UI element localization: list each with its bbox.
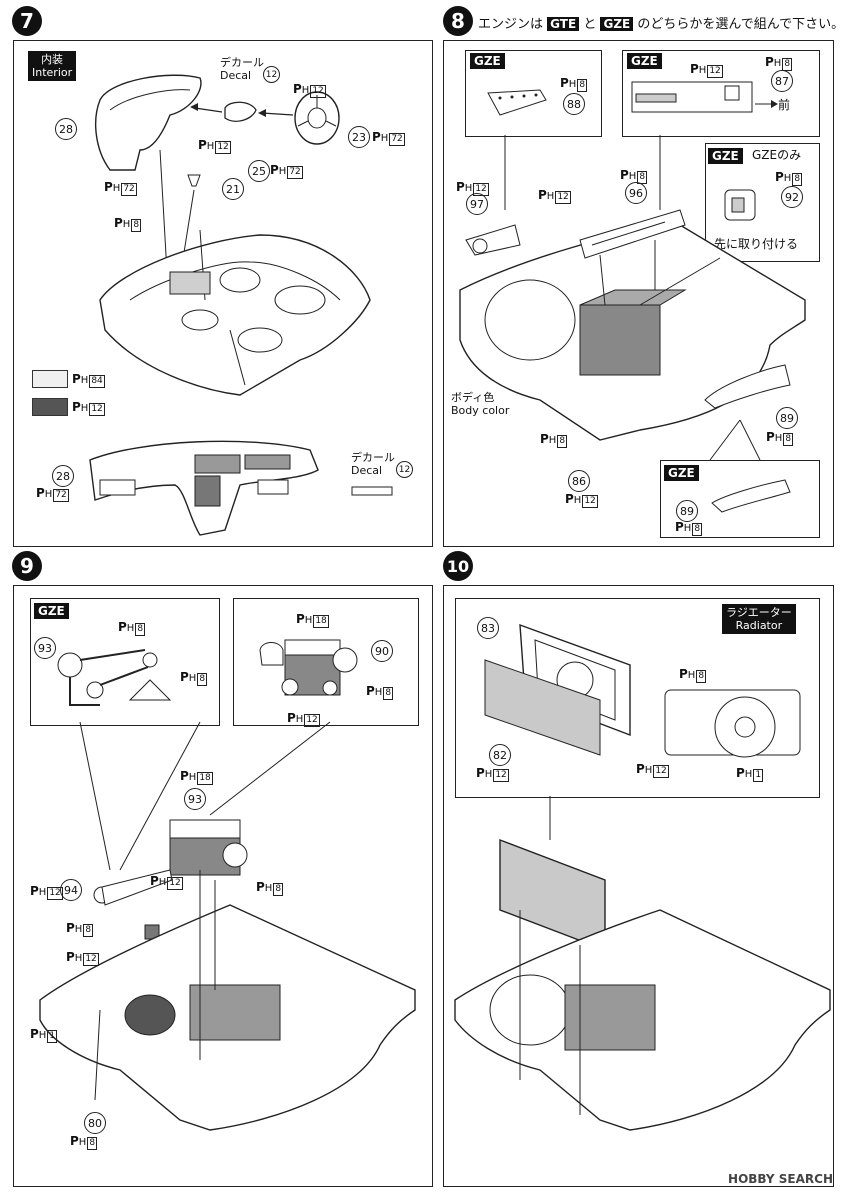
step-7-number: 7	[12, 6, 42, 36]
gze-tag: GZE	[664, 465, 699, 481]
gze-tag: GZE	[627, 53, 662, 69]
decal-bottom-label: デカール Decal	[351, 451, 395, 477]
part-97: 97	[466, 193, 488, 215]
part-90: 90	[371, 640, 393, 662]
part-21: 21	[222, 178, 244, 200]
part-86: 86	[568, 470, 590, 492]
step-8-instruction: エンジンは GTE と GZE のどちらかを選んで組んで下さい。	[478, 17, 845, 32]
color-swatch-dark	[32, 398, 68, 416]
step-9-number: 9	[12, 551, 42, 581]
gze-tag: GZE	[34, 603, 69, 619]
radiator-label: ラジエーター Radiator	[722, 604, 796, 635]
part-28-bottom: 28	[52, 465, 74, 487]
step-10-number: 10	[443, 551, 473, 581]
part-80: 80	[84, 1112, 106, 1134]
part-93: 93	[184, 788, 206, 810]
watermark: HOBBY SEARCH	[728, 1172, 833, 1186]
part-87: 87	[771, 70, 793, 92]
step-8-number: 8	[443, 6, 473, 36]
part-92: 92	[781, 186, 803, 208]
decal-bottom-number: 12	[396, 461, 413, 478]
color-swatch-light	[32, 370, 68, 388]
body-color-label: ボディ色 Body color	[451, 391, 510, 417]
part-23: 23	[348, 126, 370, 148]
gze-only-label: GZEのみ	[752, 148, 802, 162]
interior-label: 内装 Interior	[28, 51, 77, 82]
part-93-inset: 93	[34, 637, 56, 659]
gze-tag: GZE	[470, 53, 505, 69]
attach-first-label: 先に取り付ける	[714, 237, 799, 251]
part-25: 25	[248, 160, 270, 182]
part-83: 83	[477, 617, 499, 639]
front-label: 前	[778, 98, 791, 112]
part-89-main: 89	[776, 407, 798, 429]
decal-top-number: 12	[263, 66, 280, 83]
part-96: 96	[625, 182, 647, 204]
decal-top-label: デカール Decal	[220, 56, 264, 82]
part-89-inset: 89	[676, 500, 698, 522]
part-28-top: 28	[55, 118, 77, 140]
part-82: 82	[489, 744, 511, 766]
gze-tag: GZE	[708, 148, 743, 164]
part-94: 94	[60, 879, 82, 901]
part-88: 88	[563, 93, 585, 115]
